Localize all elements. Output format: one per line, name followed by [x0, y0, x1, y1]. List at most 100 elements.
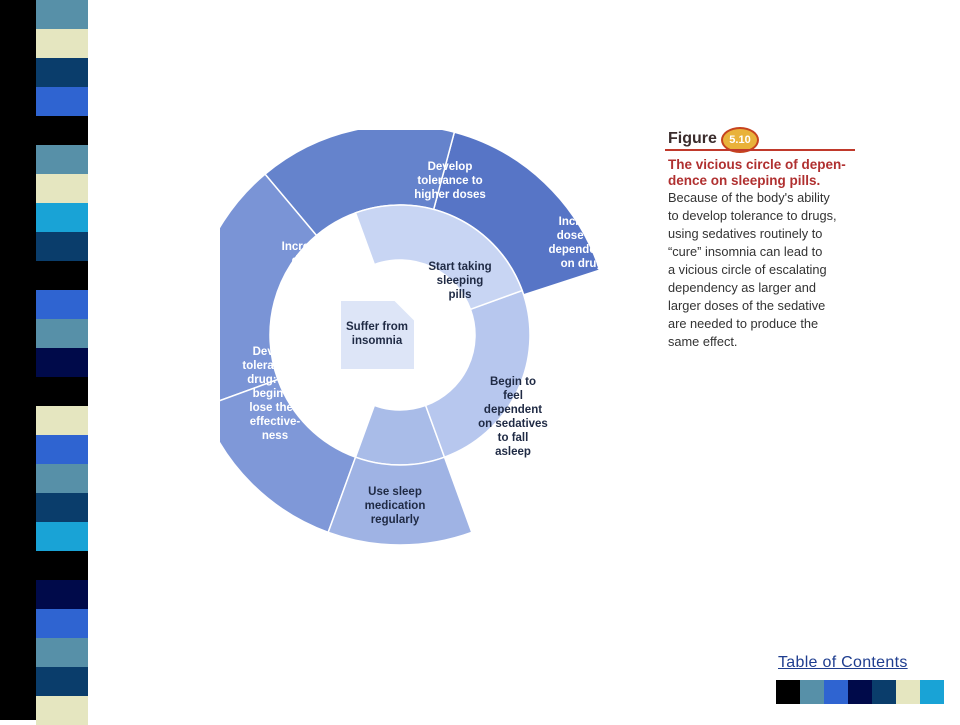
nav-color-square — [848, 680, 872, 704]
figure-title: The vicious circle of depen- dence on sl… — [668, 157, 870, 189]
navigation-color-bar — [776, 680, 944, 704]
strip-block — [36, 319, 88, 348]
step-label-line: on sedatives — [478, 418, 548, 430]
step-label-increase: Increase dose — [282, 241, 329, 267]
figure-title-line: The vicious circle of depen- — [668, 157, 846, 172]
strip-block — [36, 174, 88, 203]
outer-segment-tolerance-higher — [263, 124, 456, 237]
figure-body-line: same effect. — [668, 334, 738, 349]
step-label-line: Use sleep — [368, 486, 422, 498]
nav-color-square — [800, 680, 824, 704]
step-label-line: Begin to — [490, 376, 536, 388]
middle-segment-dependent — [424, 289, 531, 459]
strip-block — [36, 522, 88, 551]
step-label-tolerance-higher: Develop tolerance to higher doses — [414, 161, 486, 201]
table-of-contents-link[interactable]: Table of Contents — [778, 654, 908, 671]
step-label-line: Suffer from — [346, 321, 408, 333]
strip-block — [36, 116, 88, 145]
strip-block — [36, 696, 88, 725]
strip-block — [36, 435, 88, 464]
step-label-line: tolerance to — [242, 360, 307, 372]
figure-body-line: using sedatives routinely to — [668, 226, 823, 241]
step-label-line: dependence — [548, 244, 615, 256]
center-segment-suffer — [339, 299, 416, 371]
vicious-circle-diagram: Suffer from insomnia Start taking sleeping p… — [189, 124, 660, 560]
figure-body-line: to develop tolerance to drugs, — [668, 208, 837, 223]
figure-number-badge: 5.10 — [721, 127, 759, 153]
figure-header: Figure 5.10 — [665, 127, 870, 153]
figure-body-line: larger doses of the sedative — [668, 298, 826, 313]
step-label-line: ness — [262, 430, 288, 442]
step-label-line: regularly — [371, 514, 420, 526]
middle-segment-start — [354, 204, 524, 311]
strip-separator — [96, 0, 108, 720]
nav-color-square — [776, 680, 800, 704]
strip-block — [36, 87, 88, 116]
figure-caption: Figure 5.10 The vicious circle of depen-… — [665, 127, 870, 351]
diagram-svg: Suffer from insomnia Start taking sleeping p… — [189, 124, 616, 546]
step-label-suffer: Suffer from insomnia — [346, 321, 408, 347]
strip-block — [36, 377, 88, 406]
step-label-line: dose and — [557, 230, 607, 242]
nav-color-square — [896, 680, 920, 704]
outer-segment-regular — [327, 456, 473, 546]
step-label-regular: Use sleep medication regularly — [365, 486, 426, 526]
step-label-line: feel — [503, 390, 523, 402]
strip-block — [36, 29, 88, 58]
strip-block — [36, 464, 88, 493]
step-label-line: higher doses — [414, 189, 486, 201]
step-label-line: tolerance to — [417, 175, 482, 187]
strip-block — [36, 0, 88, 29]
step-label-line: dose — [292, 255, 319, 267]
step-label-start: Start taking sleeping pills — [428, 261, 491, 301]
strip-block — [36, 638, 88, 667]
figure-label: Figure — [668, 130, 717, 147]
figure-rule — [665, 149, 855, 151]
figure-body-line: are needed to produce the — [668, 316, 819, 331]
step-label-tolerance-drug: Develop tolerance to drug: pills begin to lo… — [242, 346, 307, 442]
step-label-line: begin to — [253, 388, 298, 400]
strip-block — [36, 580, 88, 609]
step-label-line: Develop — [253, 346, 298, 358]
step-label-line: Start taking — [428, 261, 491, 273]
step-label-line: dependent — [484, 404, 542, 416]
figure-body-line: Because of the body's ability — [668, 190, 830, 205]
step-label-line: insomnia — [352, 335, 403, 347]
step-label-line: pills — [448, 289, 471, 301]
nav-color-square — [872, 680, 896, 704]
strip-block — [36, 406, 88, 435]
step-label-line: Develop — [428, 161, 473, 173]
step-label-line: medication — [365, 500, 426, 512]
strip-block — [36, 667, 88, 696]
strip-block — [36, 232, 88, 261]
figure-title-line: dence on sleeping pills. — [668, 173, 821, 188]
decorative-strip — [0, 0, 108, 725]
strip-block — [36, 551, 88, 580]
step-label-line: lose their — [249, 402, 301, 414]
figure-body: Because of the body's ability to develop… — [668, 189, 870, 351]
strip-black-band — [0, 0, 36, 720]
step-label-line: asleep — [495, 446, 531, 458]
nav-color-square — [920, 680, 944, 704]
step-label-line: to fall — [498, 432, 529, 444]
step-label-line: drug: pills — [247, 374, 303, 386]
strip-block — [36, 348, 88, 377]
figure-body-line: “cure” insomnia can lead to — [668, 244, 823, 259]
step-label-line: sleeping — [437, 275, 484, 287]
step-label-line: on drug — [561, 258, 604, 270]
strip-block — [36, 493, 88, 522]
strip-block — [36, 261, 88, 290]
strip-blocks — [36, 0, 96, 725]
strip-block — [36, 203, 88, 232]
figure-body-line: dependency as larger and — [668, 280, 816, 295]
strip-block — [36, 58, 88, 87]
step-label-dependent: Begin to feel dependent on sedatives to fall… — [478, 376, 548, 458]
strip-block — [36, 609, 88, 638]
figure-body-line: a vicious circle of escalating — [668, 262, 827, 277]
nav-color-square — [824, 680, 848, 704]
strip-block — [36, 290, 88, 319]
step-label-line: effective- — [250, 416, 301, 428]
strip-block — [36, 145, 88, 174]
step-label-line: Increase — [282, 241, 329, 253]
